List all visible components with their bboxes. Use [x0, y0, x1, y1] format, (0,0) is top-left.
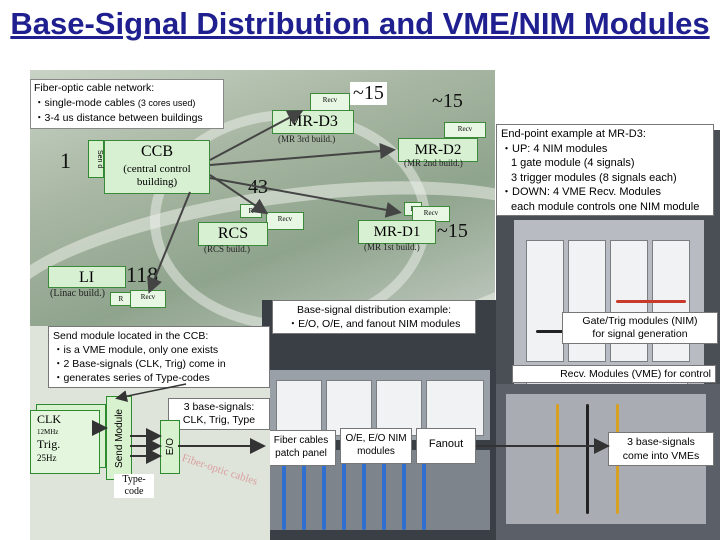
diagram-arrows — [0, 0, 720, 540]
